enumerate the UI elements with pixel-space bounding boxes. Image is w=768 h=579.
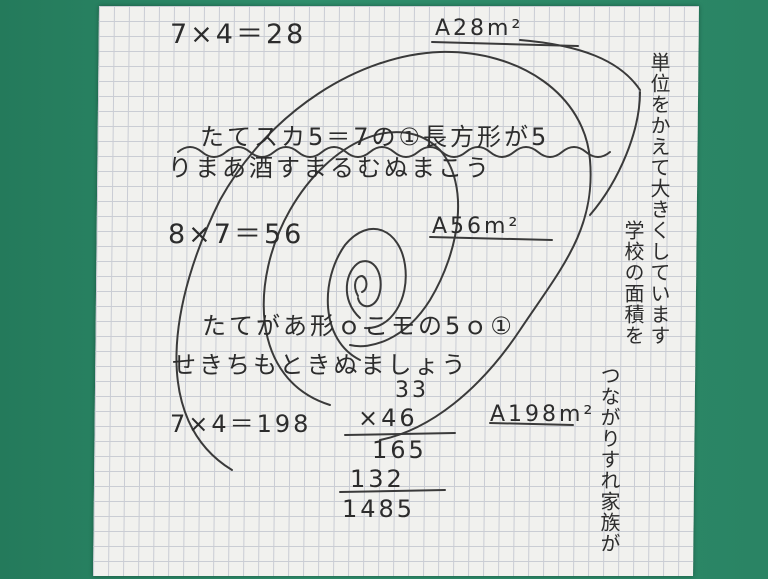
- equation-2: 8×7＝56: [168, 219, 305, 250]
- answer-2: A56m²: [432, 214, 521, 239]
- carry-digits: 33: [395, 378, 429, 403]
- sentence-line-5: たてがあ形ｏこモの5ｏ①: [202, 312, 515, 340]
- answer-3: A198m²: [490, 402, 596, 427]
- equation-3: 7×4＝198: [170, 410, 312, 438]
- margin-note-col-3: つながりすれ家族が: [597, 365, 621, 554]
- answer-1: A28m²: [435, 16, 524, 41]
- margin-note-col-2: 学校の面積を: [621, 220, 645, 346]
- equation-1: 7×4＝28: [170, 19, 307, 50]
- multiplicand: ×46: [358, 404, 418, 432]
- margin-note-col-1: 単位をかえて大きくしています: [647, 52, 671, 346]
- partial-product-2: 132: [350, 465, 405, 493]
- partial-product-1: 165: [372, 436, 427, 464]
- sentence-line-3: りまあ酒すまるむぬまこう: [168, 154, 492, 182]
- sentence-line-6: せきちもときぬましょう: [172, 351, 469, 379]
- product-total: 1485: [342, 495, 416, 523]
- sentence-line-2: たてスカ5＝7の①長方形が5: [200, 123, 550, 151]
